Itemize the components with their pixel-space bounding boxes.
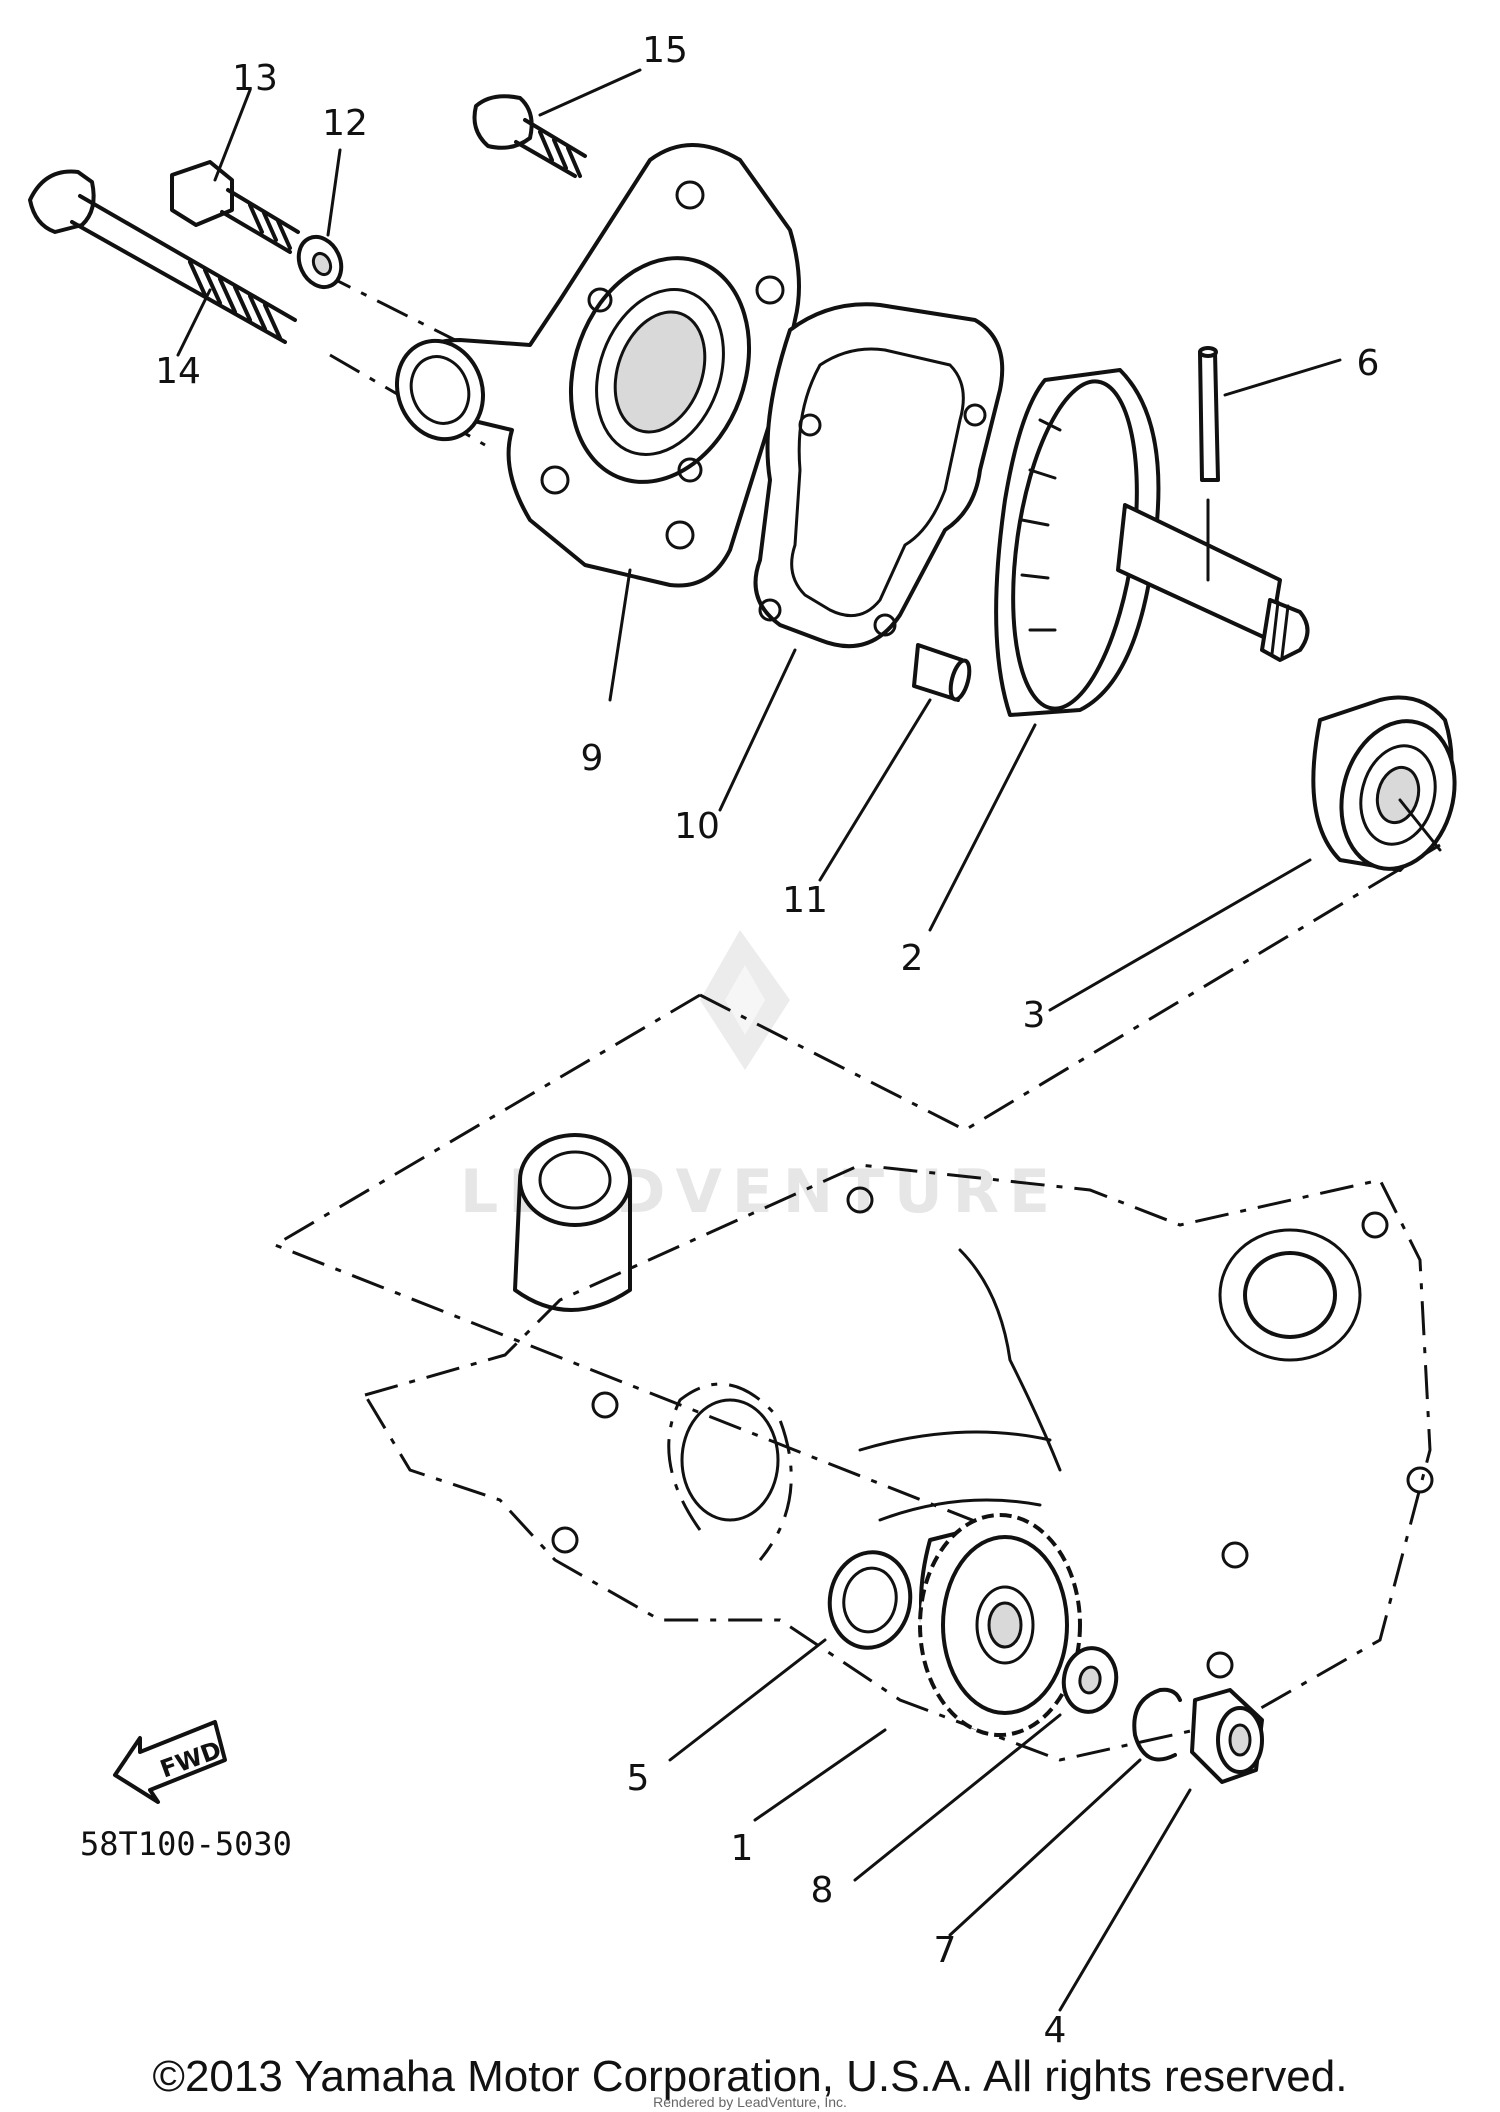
washer-part-8 [1061, 1646, 1119, 1714]
nut-part-4 [1190, 1688, 1264, 1784]
callout-12: 12 [322, 103, 368, 144]
washer-part-12 [296, 234, 344, 290]
long-bolt-part-14 [28, 169, 297, 344]
callout-7: 7 [934, 1930, 957, 1971]
impeller-shaft-part-2 [994, 368, 1310, 717]
callout-15: 15 [642, 30, 688, 71]
callout-9: 9 [581, 738, 604, 779]
callout-numbers: 1 2 3 4 5 6 7 8 9 10 11 12 13 14 15 [155, 30, 1379, 2051]
pin-part-6 [1198, 346, 1220, 582]
callout-11: 11 [782, 880, 828, 921]
copyright-notice: ©2013 Yamaha Motor Corporation, U.S.A. A… [152, 2052, 1348, 2101]
pump-cover-part-9 [394, 143, 801, 588]
callout-6: 6 [1357, 343, 1380, 384]
bolt-part-15 [472, 94, 587, 178]
callout-1: 1 [731, 1828, 754, 1869]
callout-2: 2 [901, 938, 924, 979]
diagram-part-number: 58T100-5030 [80, 1825, 292, 1863]
circlip-part-7 [1132, 1687, 1182, 1762]
bearing-part-3 [1311, 695, 1457, 872]
fwd-arrow: FWD [113, 1720, 227, 1804]
callout-3: 3 [1023, 995, 1046, 1036]
impeller-drive-gear-part-1 [918, 1513, 1082, 1737]
callout-10: 10 [674, 806, 720, 847]
gasket-part-10 [753, 302, 1005, 649]
flange-bolt-part-13 [170, 160, 300, 254]
callout-5: 5 [627, 1758, 650, 1799]
leader-lines [176, 68, 1342, 2012]
callout-14: 14 [155, 351, 201, 392]
callout-8: 8 [811, 1870, 834, 1911]
oil-seal-part-5 [827, 1550, 913, 1650]
callout-13: 13 [232, 58, 278, 99]
crankcase-body [362, 1133, 1434, 1762]
callout-4: 4 [1044, 2010, 1067, 2051]
dowel-pin-part-11 [912, 643, 972, 702]
rendered-by-note: Rendered by LeadVenture, Inc. [653, 2094, 847, 2110]
